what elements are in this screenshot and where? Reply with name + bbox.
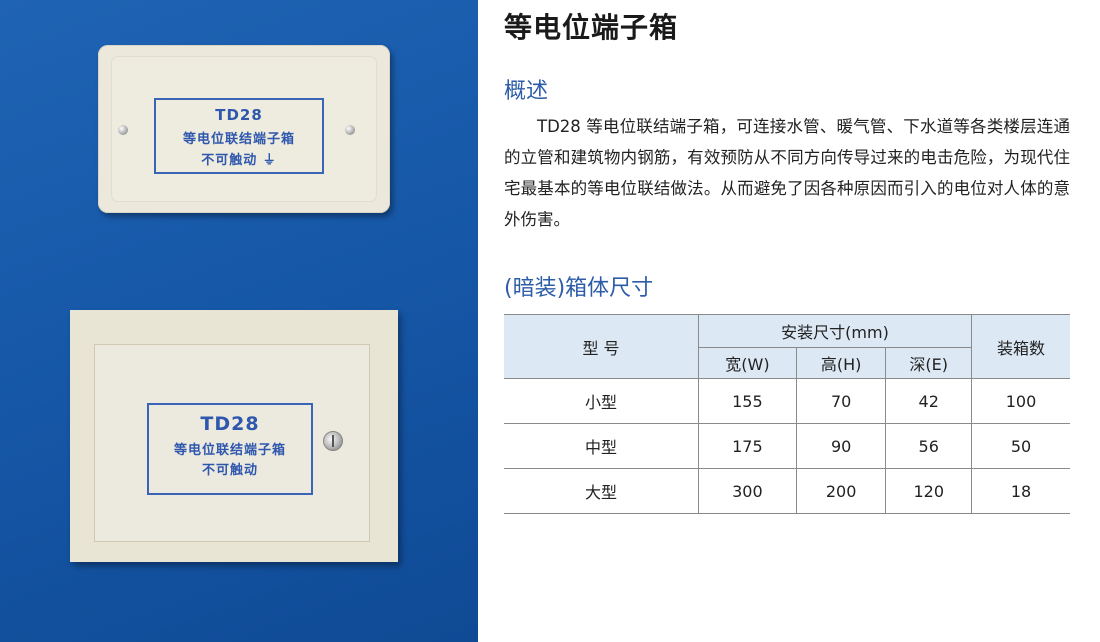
- cell-e: 42: [885, 378, 972, 424]
- table-row: 中型 175 90 56 50: [504, 423, 1070, 469]
- overview-text: TD28 等电位联结端子箱，可连接水管、暖气管、下水道等各类楼层连通的立管和建筑…: [504, 117, 1070, 229]
- cell-qty: 50: [971, 423, 1070, 469]
- overview-heading: 概述: [504, 79, 549, 104]
- large-box-label-line2: 不可触动: [201, 463, 258, 478]
- cell-w: 300: [698, 468, 797, 514]
- large-box-label-line1: 等电位联结端子箱: [173, 443, 286, 458]
- col-install-header: 安装尺寸(mm): [698, 314, 972, 348]
- cell-w: 175: [698, 423, 797, 469]
- page-title: 等电位端子箱: [504, 11, 679, 44]
- col-e-header: 深(E): [885, 347, 972, 379]
- col-w-header: 宽(W): [698, 347, 797, 379]
- lock-icon: [323, 431, 343, 451]
- large-box-label: TD28 等电位联结端子箱 不可触动: [147, 403, 313, 495]
- cell-type: 小型: [504, 378, 699, 424]
- col-type-header: 型 号: [504, 314, 699, 379]
- screw-icon: [345, 125, 355, 135]
- cell-qty: 100: [971, 378, 1070, 424]
- small-box-model: TD28: [215, 106, 263, 124]
- col-h-header: 高(H): [795, 347, 887, 379]
- cell-type: 大型: [504, 468, 699, 514]
- cell-qty: 18: [971, 468, 1070, 514]
- cell-h: 200: [795, 468, 887, 514]
- size-heading: (暗装)箱体尺寸: [504, 276, 654, 301]
- cell-e: 56: [885, 423, 972, 469]
- small-box-face: [112, 57, 376, 201]
- large-box-model: TD28: [200, 413, 260, 435]
- screw-icon: [118, 125, 128, 135]
- small-box-label-line2: 不可触动 ⏚: [201, 153, 277, 168]
- small-terminal-box-image: [98, 45, 390, 213]
- size-table: 型 号 安装尺寸(mm) 装箱数 宽(W) 高(H) 深(E) 小型 155 7…: [504, 314, 1070, 514]
- table-row: 小型 155 70 42 100: [504, 378, 1070, 424]
- cell-h: 90: [795, 423, 887, 469]
- col-qty-header: 装箱数: [971, 314, 1070, 379]
- small-box-label: TD28 等电位联结端子箱 不可触动 ⏚: [154, 98, 324, 174]
- small-box-label-line1: 等电位联结端子箱: [182, 132, 295, 147]
- cell-w: 155: [698, 378, 797, 424]
- cell-e: 120: [885, 468, 972, 514]
- table-row: 大型 300 200 120 18: [504, 468, 1070, 514]
- cell-h: 70: [795, 378, 887, 424]
- cell-type: 中型: [504, 423, 699, 469]
